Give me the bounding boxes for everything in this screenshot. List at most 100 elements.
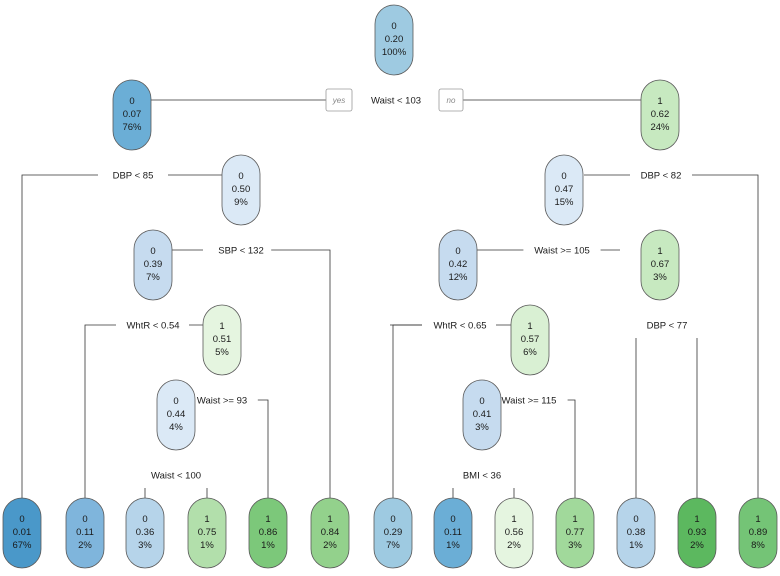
leaf-node: 10.932% (677, 497, 717, 569)
no-marker-box (438, 88, 464, 112)
split-label-bg (424, 317, 496, 331)
split-label-bg (117, 317, 189, 331)
node-probability: 0.89 (749, 527, 768, 538)
split-label-bg (360, 92, 432, 106)
node-probability: 0.38 (627, 527, 646, 538)
node-percent: 3% (475, 422, 489, 433)
node-percent: 12% (448, 272, 468, 283)
node-box (310, 497, 350, 569)
node-class: 0 (633, 514, 638, 525)
split-label-bg (186, 392, 258, 406)
node-probability: 0.44 (167, 409, 186, 420)
leaf-node: 10.861% (248, 497, 288, 569)
node-class: 0 (450, 514, 455, 525)
node-class: 1 (572, 514, 577, 525)
node-class: 0 (150, 246, 155, 257)
node-class: 1 (527, 321, 532, 332)
tree-node: 10.515% (202, 304, 242, 376)
node-box (187, 497, 227, 569)
leaf-node: 00.111% (433, 497, 473, 569)
split-label: DBP < 82 (641, 171, 682, 182)
node-class: 1 (327, 514, 332, 525)
leaf-node: 1 0.77 3% (555, 497, 595, 569)
tree-nodes: 00.20100%00.0776%10.6224%00.509%00.4715%… (2, 4, 778, 569)
node-class: 0 (479, 396, 484, 407)
node-percent: 100% (382, 47, 407, 58)
node-box (738, 497, 778, 569)
tree-edge (84, 324, 116, 533)
node-probability: 0.75 (198, 527, 217, 538)
split-label: Waist >= 93 (197, 396, 247, 407)
split-label: WhtR < 0.65 (433, 321, 486, 332)
node-probability: 0.11 (444, 527, 462, 538)
node-probability: 0.36 (136, 527, 155, 538)
node-class: 1 (657, 246, 662, 257)
node-probability: 0.39 (144, 259, 163, 270)
node-box (133, 229, 173, 301)
node-class: 0 (129, 96, 134, 107)
node-box (221, 154, 261, 226)
split-label-bg (454, 467, 510, 481)
split-label: DBP < 77 (647, 321, 688, 332)
split-label-bg (490, 392, 568, 406)
node-class: 0 (455, 246, 460, 257)
node-probability: 0.62 (651, 109, 670, 120)
node-box (112, 79, 152, 151)
node-percent: 3% (138, 540, 152, 551)
node-percent: 1% (629, 540, 643, 551)
node-box (373, 497, 413, 569)
tree-node: 1 0.57 6% (510, 304, 550, 376)
node-probability: 0.77 (566, 527, 585, 538)
leaf-node: 00.112% (65, 497, 105, 569)
node-box (2, 497, 42, 569)
node-box (433, 497, 473, 569)
leaf-node: 10.562% (494, 497, 534, 569)
node-probability: 0.93 (688, 527, 707, 538)
node-percent: 2% (507, 540, 521, 551)
node-box (156, 379, 196, 451)
node-box (640, 79, 680, 151)
split-label: WhtR < 0.54 (126, 321, 179, 332)
node-percent: 2% (78, 540, 92, 551)
leaf-node: 0 0.38 1% (616, 497, 656, 569)
node-probability: 0.57 (521, 334, 540, 345)
yes-marker-box (325, 88, 353, 112)
split-label: SBP < 132 (218, 246, 264, 257)
node-percent: 67% (12, 540, 32, 551)
node-probability: 0.11 (76, 527, 94, 538)
node-class: 1 (657, 96, 662, 107)
node-probability: 0.67 (651, 259, 670, 270)
split-label-bg (523, 242, 601, 256)
node-percent: 6% (523, 347, 537, 358)
node-box (438, 229, 478, 301)
split-label: Waist >= 115 (502, 396, 557, 407)
node-probability: 0.42 (449, 259, 468, 270)
split-label: Waist < 103 (371, 96, 421, 107)
node-percent: 3% (568, 540, 582, 551)
node-class: 0 (390, 514, 395, 525)
node-box (248, 497, 288, 569)
node-box (125, 497, 165, 569)
node-probability: 0.41 (473, 409, 492, 420)
node-probability: 0.56 (505, 527, 524, 538)
tree-node: 10.673% (640, 229, 680, 301)
tree-node: 00.397% (133, 229, 173, 301)
node-probability: 0.47 (555, 184, 574, 195)
node-box (510, 304, 550, 376)
node-percent: 5% (215, 347, 229, 358)
node-percent: 24% (650, 122, 670, 133)
node-box (65, 497, 105, 569)
node-box (616, 497, 656, 569)
split-label: Waist >= 105 (534, 246, 590, 257)
node-box (202, 304, 242, 376)
node-class: 0 (561, 171, 566, 182)
node-probability: 0.29 (384, 527, 403, 538)
node-probability: 0.50 (232, 184, 251, 195)
leaf-node: 10.751% (187, 497, 227, 569)
node-probability: 0.51 (213, 334, 232, 345)
node-class: 1 (204, 514, 209, 525)
node-probability: 0.86 (259, 527, 278, 538)
split-label-bg (639, 317, 695, 331)
